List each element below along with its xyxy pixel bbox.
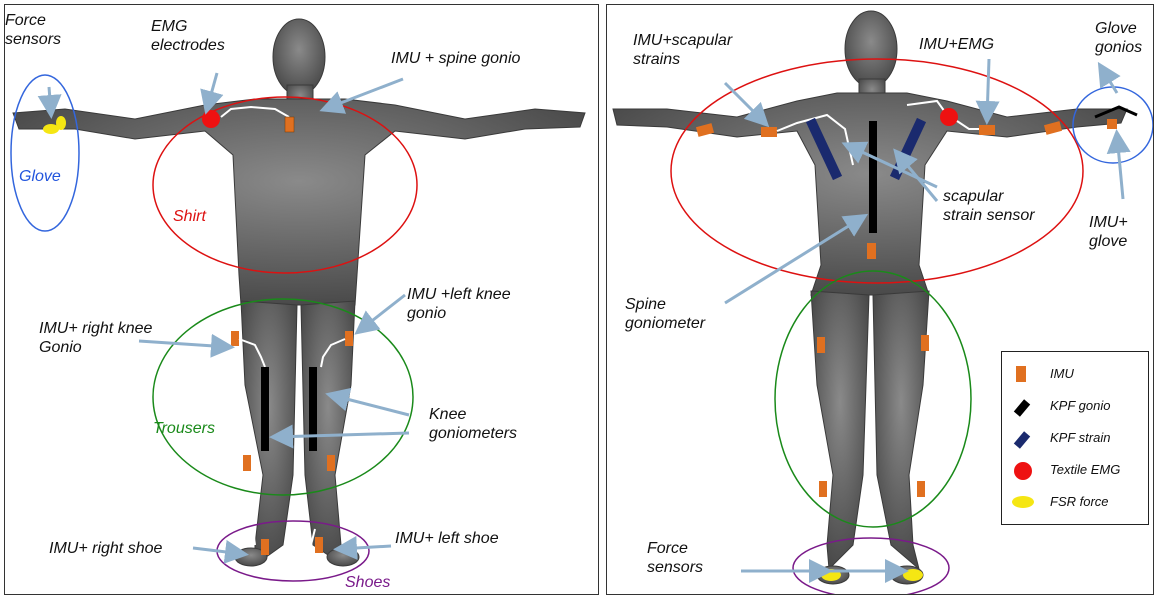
kpf-gonio-bar [869,121,877,233]
shirt-label: Shirt [173,208,206,225]
legend-item-kpf-strain: KPF strain [1002,428,1150,450]
trousers-label: Trousers [153,420,215,437]
imu-sensor [921,335,929,351]
imu-left-shoe-label: IMU+ left shoe [395,530,499,547]
imu-sensor [817,337,825,353]
back-arrows [723,58,1131,583]
imu-legend-icon [1016,366,1026,382]
imu-sensor [917,481,925,497]
imu-sensor [231,331,239,346]
front-arrows [37,72,410,564]
shirt-ellipse [670,58,1084,284]
imu-sensor [327,455,335,471]
trousers-ellipse [152,298,414,496]
legend-box: IMU KPF gonio KPF strain Textile EMG FSR… [1001,351,1149,525]
front-figure-svg [10,18,586,582]
legend-label-fsr-force: FSR force [1050,494,1109,509]
kpf-gonio-legend-icon [1013,399,1031,417]
kpf-gonio-bar [309,367,317,451]
glove-ellipse [10,74,80,232]
imu-sensor [261,539,269,555]
imu-sensor [819,481,827,497]
shirt-ellipse [152,96,418,274]
kpf-strain-sensor [805,117,843,181]
imu-sensor [243,455,251,471]
legend-label-imu: IMU [1050,366,1074,381]
legend-label-textile-emg: Textile EMG [1050,462,1121,477]
imu-sensor [979,125,995,135]
legend-item-kpf-gonio: KPF gonio [1002,396,1150,418]
shoes-ellipse [792,537,950,594]
textile-emg-legend-icon [1014,462,1032,480]
kpf-gonio-bar [261,367,269,451]
legend-item-textile-emg: Textile EMG [1002,460,1150,482]
imu-sensor [315,537,323,553]
imu-sensor [695,123,715,137]
shoes-label: Shoes [345,574,391,591]
fsr-force-legend-icon [1012,496,1034,508]
fsr-force-sensor [43,124,59,134]
imu-emg-label: IMU+EMG [919,36,995,53]
kpf-strain-legend-icon [1013,431,1031,449]
back-figure-svg [612,10,1153,594]
fsr-force-sensor [56,116,66,130]
legend-item-fsr-force: FSR force [1002,492,1150,514]
imu-sensor [761,127,777,137]
textile-emg-electrode [202,110,220,128]
imu-spine-gonio-label: IMU + spine gonio [391,50,521,67]
imu-sensor [284,116,295,133]
imu-right-shoe-label: IMU+ right shoe [49,540,163,557]
fsr-force-sensor [903,569,923,581]
legend-label-kpf-strain: KPF strain [1050,430,1111,445]
legend-item-imu: IMU [1002,364,1150,386]
imu-sensor [867,243,876,259]
imu-sensor [1107,119,1117,129]
glove-label: Glove [19,168,61,185]
imu-glove-label: IMU+glove [1089,214,1128,250]
imu-sensor [345,331,353,346]
trousers-ellipse [774,270,972,528]
imu-sensor [1043,121,1063,135]
legend-label-kpf-gonio: KPF gonio [1050,398,1111,413]
textile-emg-electrode [940,108,958,126]
